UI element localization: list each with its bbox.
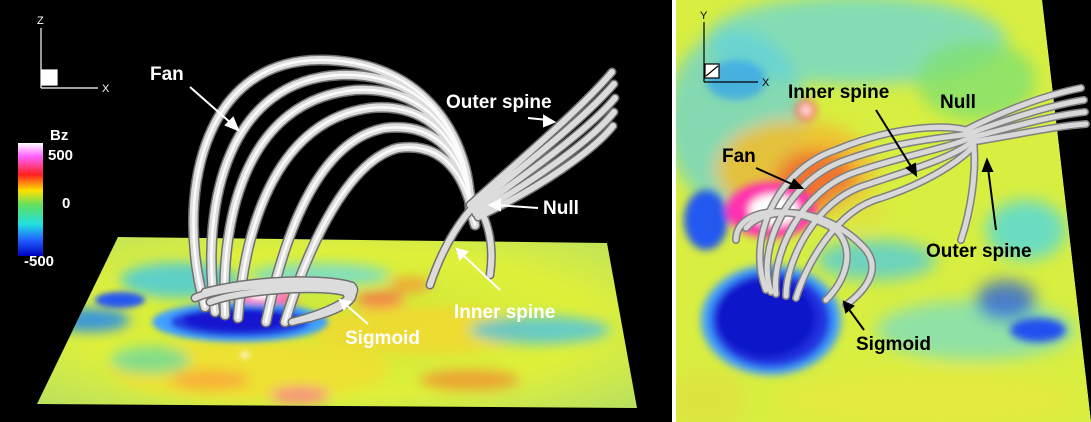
right-scene: Y X [676,0,1091,422]
left-panel-3d-view: Bz 500 0 -500 Z X [0,0,672,422]
axis-x-label-right: X [762,77,770,89]
colorbar: Bz 500 0 -500 [18,127,73,270]
left-arrows [189,86,557,325]
label-outer-spine-right: Outer spine [926,241,1032,262]
colorbar-tick-min: -500 [24,253,54,270]
magnetogram-top [676,0,1091,422]
colorbar-tick-zero: 0 [62,195,70,212]
fan-arrow-right [755,167,795,186]
spine-field-lines [425,67,620,290]
axis-z-label: Z [37,15,44,27]
label-sigmoid-right: Sigmoid [856,334,931,355]
label-null-right: Null [940,92,976,113]
label-outer-spine: Outer spine [446,92,552,113]
label-sigmoid: Sigmoid [345,328,420,349]
sigmoid-arrow-right [847,307,865,331]
null-arrow [495,204,539,209]
label-inner-spine-right: Inner spine [788,82,889,103]
axis-triad-right: Y X [700,10,770,89]
fan-arrow [189,86,233,125]
label-inner-spine: Inner spine [454,302,555,323]
label-null: Null [543,198,579,219]
label-fan-right: Fan [722,146,756,167]
field-lines-top [732,84,1090,309]
colorbar-tick-max: 500 [48,147,73,164]
sigmoid-field-lines [190,276,359,327]
outer-spine-arrow-right [987,167,997,231]
sigmoid-arrow [344,303,369,325]
label-fan: Fan [150,64,184,85]
inner-spine-arrow-right [875,109,913,169]
axis-y-label: Y [700,10,708,22]
right-arrows [755,109,997,331]
fan-field-lines [187,54,481,328]
left-scene: Bz 500 0 -500 Z X [18,15,637,408]
axis-triad: Z X [37,15,110,95]
right-panel-top-view: Y X [676,0,1091,422]
axis-x-label: X [102,83,110,95]
colorbar-title: Bz [50,127,68,144]
inner-spine-arrow [461,253,501,291]
colorbar-scale [18,143,43,256]
